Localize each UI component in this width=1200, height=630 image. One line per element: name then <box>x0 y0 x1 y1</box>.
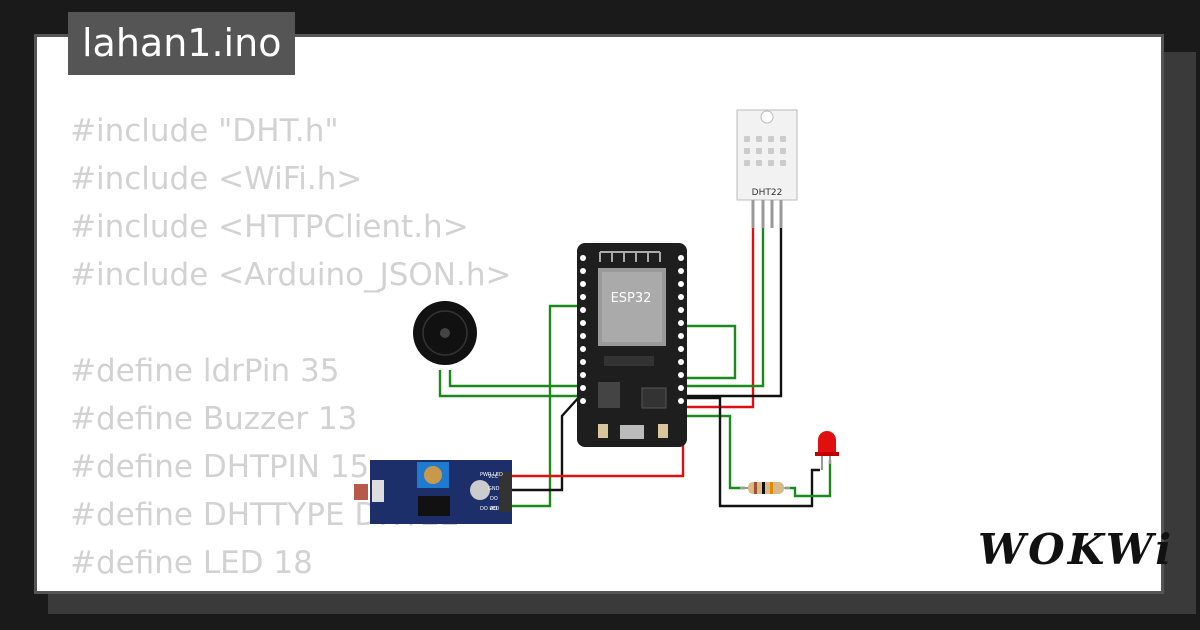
code-line: #define ldrPin 35 <box>70 353 340 389</box>
resistor[interactable] <box>740 482 790 494</box>
file-name-tab[interactable]: lahan1.ino <box>68 12 296 75</box>
wire-ldr-ao <box>512 304 585 508</box>
code-line: #define DHTPIN 15 <box>70 449 370 485</box>
code-line: #include <WiFi.h> <box>70 161 363 197</box>
code-line: #include "DHT.h" <box>70 113 339 149</box>
wire-led-gnd <box>684 396 820 508</box>
pin-ao-label: AO <box>490 506 497 512</box>
wire-esp-right <box>684 324 737 380</box>
wire-led-signal <box>684 414 745 490</box>
code-preview: #include "DHT.h" #include <WiFi.h> #includ… <box>70 107 620 591</box>
ldr-module[interactable]: PWR LED DO LED VCC GND DO AO <box>354 460 512 524</box>
wire-resistor-led <box>785 460 832 498</box>
wire-dht-vcc <box>684 226 755 409</box>
code-line: #define LED 18 <box>70 545 313 581</box>
code-line: #define Buzzer 13 <box>70 401 358 437</box>
wire-buzzer-gnd <box>438 370 585 398</box>
wire-ldr-gnd <box>512 395 581 492</box>
red-led[interactable] <box>815 431 839 470</box>
pin-gnd-label: GND <box>488 486 500 492</box>
wire-dht-data <box>684 226 765 388</box>
do-led-label: DO LED <box>480 506 499 512</box>
dht22-sensor[interactable]: DHT22 <box>736 109 798 228</box>
esp32-label: ESP32 <box>611 291 652 306</box>
buzzer[interactable] <box>413 301 477 365</box>
wokwi-logo: WOKWi <box>978 525 1175 574</box>
wire-dht-gnd <box>684 226 783 398</box>
pin-do-label: DO <box>490 496 498 502</box>
pwr-led-label: PWR LED <box>480 472 503 478</box>
wire-buzzer-signal <box>448 370 585 388</box>
dht22-label: DHT22 <box>752 188 783 198</box>
code-line: #include <HTTPClient.h> <box>70 209 469 245</box>
pin-vcc-label: VCC <box>488 474 499 480</box>
wires <box>438 226 832 508</box>
code-line: #include <Arduino_JSON.h> <box>70 257 512 293</box>
esp32-board[interactable]: ESP32 <box>577 243 687 447</box>
